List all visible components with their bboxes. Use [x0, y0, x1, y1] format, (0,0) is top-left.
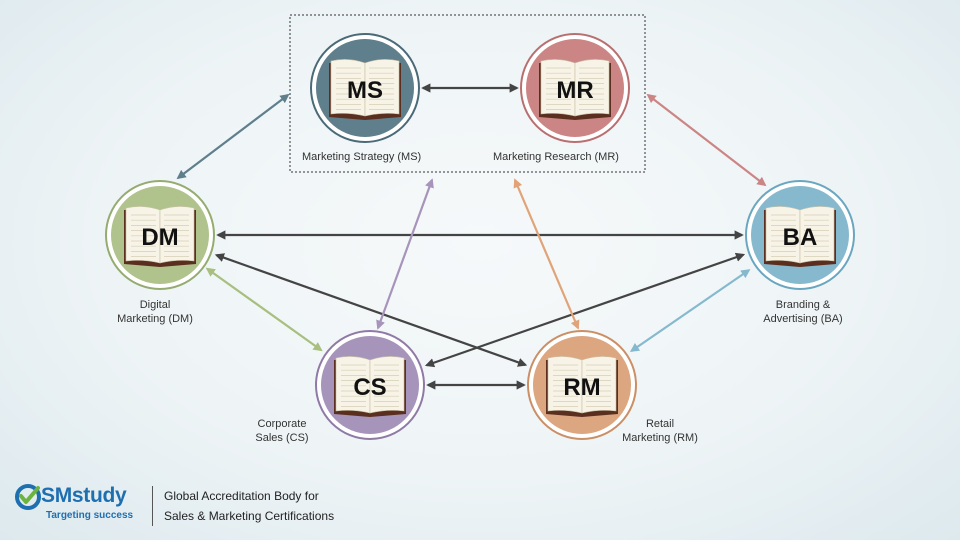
- check-ring-icon: [15, 484, 41, 510]
- node-abbr: BA: [783, 224, 818, 251]
- node-abbr: RM: [563, 374, 600, 401]
- open-book-icon: [539, 59, 611, 120]
- footer-logo: SMstudy Targeting success Global Accredi…: [14, 483, 374, 528]
- link-ms-cs: [376, 178, 434, 330]
- node-label-line: Retail: [645, 418, 675, 430]
- brand-name: study: [71, 484, 127, 507]
- brand-tagline: Targeting success: [46, 510, 134, 521]
- link-ms-dm: [176, 93, 290, 180]
- link-mr-ba: [646, 93, 767, 187]
- open-book-icon: [334, 356, 406, 417]
- node-label-mr: Marketing Research (MR): [493, 150, 619, 164]
- node-abbr: CS: [353, 374, 386, 401]
- links-layer: [176, 83, 767, 390]
- node-label-line: Marketing (DM): [117, 313, 193, 325]
- book-right-page: [364, 59, 400, 117]
- link-dm-cs: [205, 267, 323, 352]
- nodes-layer: MS MR DM BA CS RM: [105, 33, 855, 440]
- node-label-line: Branding &: [775, 299, 831, 311]
- open-book-icon: [329, 59, 401, 120]
- node-ba: BA: [745, 180, 855, 290]
- book-right-page: [581, 356, 617, 414]
- node-rm: RM: [527, 330, 637, 440]
- open-book-icon: [764, 206, 836, 267]
- node-ms: MS: [310, 33, 420, 143]
- footer-line-1: Global Accreditation Body for: [164, 489, 319, 503]
- node-label-line: Marketing (RM): [622, 432, 698, 444]
- book-right-page: [369, 356, 405, 414]
- book-right-page: [574, 59, 610, 117]
- node-label-line: Sales (CS): [255, 432, 309, 444]
- node-label-line: Advertising (BA): [763, 313, 843, 325]
- node-abbr: MR: [556, 77, 593, 104]
- node-label-line: Digital: [139, 299, 171, 311]
- link-ba-rm: [629, 269, 751, 353]
- strategy-research-group-box: [289, 14, 646, 173]
- node-mr: MR: [520, 33, 630, 143]
- node-label-line: Corporate: [257, 418, 307, 430]
- node-abbr: DM: [141, 224, 178, 251]
- link-mr-rm: [513, 178, 580, 330]
- node-cs: CS: [315, 330, 425, 440]
- node-abbr: MS: [347, 77, 383, 104]
- brand-prefix: SM: [41, 484, 72, 507]
- book-right-page: [159, 206, 195, 264]
- node-label-line: Marketing Strategy (MS): [302, 151, 422, 163]
- node-label-line: Marketing Research (MR): [493, 151, 619, 163]
- footer-line-2: Sales & Marketing Certifications: [164, 509, 335, 523]
- footer-text: Global Accreditation Body for Sales & Ma…: [164, 486, 334, 526]
- footer-divider: [152, 486, 153, 526]
- open-book-icon: [124, 206, 196, 267]
- node-label-ba: Branding & Advertising (BA): [748, 298, 858, 326]
- brand-wordmark: SMstudy: [41, 484, 127, 508]
- open-book-icon: [546, 356, 618, 417]
- node-dm: DM: [105, 180, 215, 290]
- book-right-page: [799, 206, 835, 264]
- node-label-ms: Marketing Strategy (MS): [302, 150, 421, 164]
